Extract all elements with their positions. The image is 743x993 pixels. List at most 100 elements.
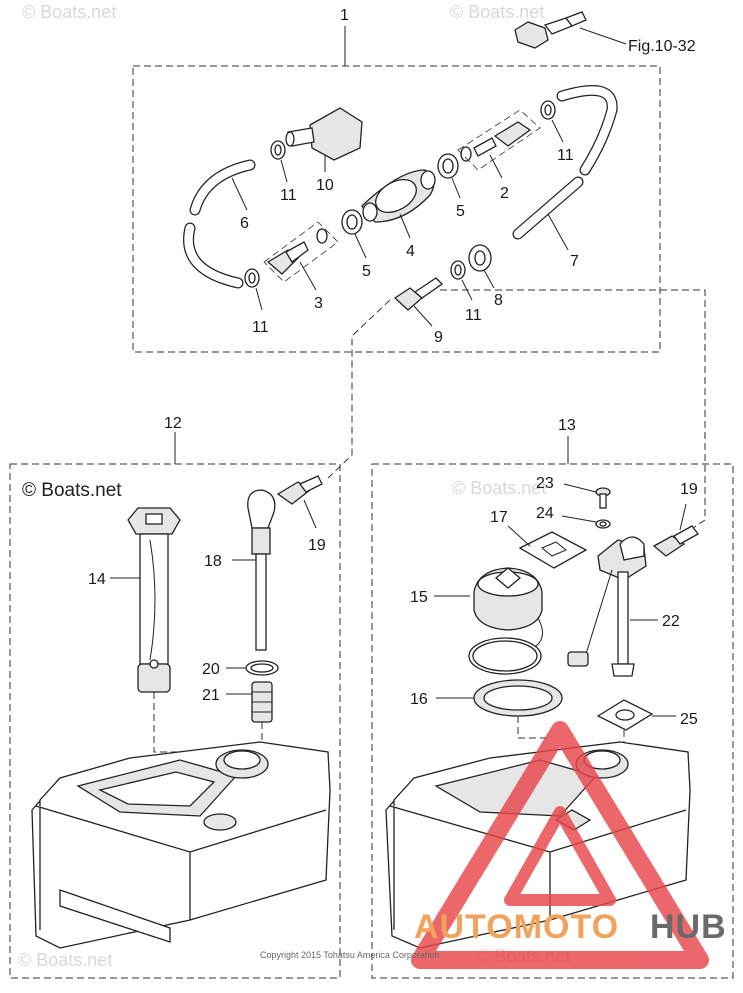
callout-13: 13	[558, 417, 576, 434]
callout-18: 18	[204, 553, 222, 570]
leader-3	[299, 261, 317, 291]
callout-7: 7	[570, 253, 579, 270]
part-11-clamp-a	[270, 140, 286, 160]
callout-4: 4	[406, 243, 415, 260]
watermark-bottom-left: © Boats.net	[18, 950, 112, 970]
leader-11a	[280, 159, 288, 183]
part-5-clamp-b	[437, 153, 459, 179]
leader-24	[561, 515, 597, 523]
callout-15: 15	[410, 589, 428, 606]
callout-9: 9	[434, 329, 443, 346]
leader-19b	[679, 503, 687, 531]
tank-assembly-12: 12 © Boats.net 14 18 19	[9, 415, 341, 979]
callout-11a: 11	[280, 187, 297, 204]
part-10-connector	[285, 107, 363, 161]
part-20-o-ring	[245, 660, 279, 676]
part-11-clamp-d	[450, 260, 466, 280]
leader-19a	[303, 499, 317, 529]
part-19-fitting-left	[276, 475, 323, 505]
callout-21: 21	[202, 687, 220, 704]
callout-5b: 5	[456, 203, 465, 220]
watermark-mid-right: © Boats.net	[452, 478, 546, 498]
callout-20: 20	[202, 661, 220, 678]
leader-fig	[579, 27, 627, 45]
brand-name-part-1: AUTOMOTO	[414, 908, 619, 946]
leader-11c	[255, 287, 263, 311]
copyright-notice: Copyright 2015 Tohatsu America Corporati…	[260, 950, 439, 960]
route-9-to-19a	[327, 299, 391, 479]
part-9-connector	[393, 277, 444, 311]
group-1-outline	[132, 65, 661, 353]
callout-10: 10	[316, 177, 334, 194]
callout-17: 17	[490, 509, 508, 526]
callout-8: 8	[494, 292, 503, 309]
part-23-screw	[595, 487, 611, 509]
brand-triangle-icon	[411, 721, 709, 969]
callout-11c: 11	[252, 319, 269, 336]
leader-23	[563, 483, 597, 493]
leader-6	[231, 177, 248, 211]
part-2-fitting	[457, 109, 541, 171]
callout-25: 25	[680, 711, 698, 728]
callout-12: 12	[164, 415, 182, 432]
part-21-filter	[251, 681, 273, 723]
route-9-to-19b	[440, 289, 706, 531]
part-16-retaining-ring	[473, 679, 563, 717]
part-19-fitting-right	[652, 525, 699, 557]
watermark-top-right: © Boats.net	[450, 2, 544, 22]
callout-16: 16	[410, 691, 428, 708]
callout-11d: 11	[465, 307, 482, 324]
callout-19b: 19	[680, 481, 698, 498]
callout-22: 22	[662, 613, 680, 630]
leader-17	[507, 525, 531, 547]
callout-11b: 11	[557, 147, 574, 164]
callout-1: 1	[340, 7, 349, 24]
part-18-pickup-tube	[247, 489, 276, 651]
group-13-outline	[371, 463, 734, 979]
leader-7	[547, 213, 569, 251]
callout-14: 14	[88, 571, 106, 588]
callout-3: 3	[314, 295, 323, 312]
cap-o-ring	[468, 637, 542, 675]
brand-name-part-2: HUB	[650, 908, 727, 946]
leader-11b	[551, 119, 564, 143]
part-3-fitting	[263, 221, 339, 283]
callout-5a: 5	[362, 263, 371, 280]
watermark-boats-net: © Boats.net	[22, 480, 122, 501]
part-5-clamp-a	[341, 209, 363, 235]
part-11-clamp-b	[540, 100, 556, 120]
callout-24: 24	[536, 505, 554, 522]
part-24-washer	[595, 519, 611, 529]
part-25-gasket	[596, 699, 654, 731]
part-8-clamp	[468, 244, 492, 272]
part-22-sender-unit	[567, 536, 647, 677]
part-11-clamp-c	[244, 268, 260, 288]
leader-5a	[354, 233, 367, 259]
leader-5b	[451, 177, 461, 199]
brand-watermark	[411, 721, 709, 969]
part-15-fuel-cap	[473, 567, 543, 651]
outboard-connector	[514, 11, 587, 49]
callout-2: 2	[500, 185, 509, 202]
route-16-tank	[517, 716, 548, 739]
tank-assembly-13: 13 23 24 17 15	[371, 417, 734, 979]
part-7-hose	[512, 84, 618, 240]
hose-assembly-group: 1 Fig.10-32 10 11 11 1	[132, 7, 696, 353]
part-4-primer-bulb	[361, 169, 436, 223]
watermark-top-left: © Boats.net	[22, 2, 116, 22]
group-12-outline	[9, 463, 341, 979]
leader-2	[489, 154, 503, 179]
callout-23: 23	[536, 475, 554, 492]
part-14-fuel-gauge	[127, 507, 181, 693]
callout-6: 6	[240, 215, 249, 232]
leader-4	[399, 213, 411, 239]
fuel-tank-left	[31, 741, 331, 949]
callout-19a: 19	[308, 537, 326, 554]
brand-inner-triangle-icon	[504, 806, 616, 906]
part-6-hose	[183, 159, 256, 289]
part-17-label	[518, 531, 588, 569]
leader-8	[483, 269, 495, 289]
leader-9	[413, 305, 433, 327]
fig-reference: Fig.10-32	[628, 38, 696, 55]
